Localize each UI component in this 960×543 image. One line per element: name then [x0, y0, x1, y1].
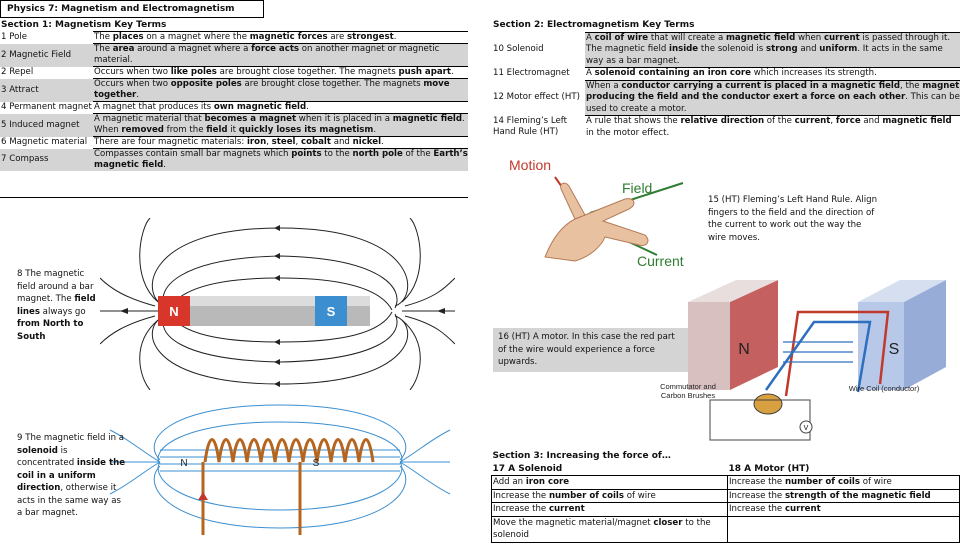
motor-caption: 16 (HT) A motor. In this case the red pa…	[493, 328, 688, 372]
section1-heading: Section 1: Magnetism Key Terms	[1, 20, 167, 30]
term-cell: 11 Electromagnet	[493, 68, 570, 78]
term-cell: 6 Magnetic material	[1, 137, 88, 147]
definition-cell: The area around a magnet where a force a…	[93, 43, 468, 67]
definition-cell: A magnetic material that becomes a magne…	[93, 113, 468, 137]
voltmeter-label: V	[804, 425, 809, 432]
definition-cell: When a conductor carrying a current is p…	[585, 79, 960, 116]
solenoid-method-cell: Increase the number of coils of wire	[491, 488, 728, 503]
motor-method-cell: Increase the number of coils of wire	[727, 475, 960, 490]
table-row: 14 Fleming’s Left Hand Rule (HT) A rule t…	[492, 115, 960, 139]
table-row: 10 Solenoid A coil of wire that will crea…	[492, 31, 960, 68]
solenoid-method-cell: Increase the current	[491, 502, 728, 517]
north-pole	[158, 296, 190, 326]
definition-cell: The places on a magnet where the magneti…	[93, 31, 468, 44]
definition-cell: A solenoid containing an iron core which…	[585, 67, 960, 80]
motor-method-cell: Increase the strength of the magnetic fi…	[727, 488, 960, 503]
table-row: 2 Repel Occurs when two like poles are br…	[0, 66, 468, 79]
term-cell: 14 Fleming’s Left Hand Rule (HT)	[493, 115, 568, 138]
term-cell: 5 Induced magnet	[0, 113, 93, 137]
solenoid-s-label: S	[313, 458, 320, 469]
term-cell: 12 Motor effect (HT)	[493, 92, 580, 102]
bar-n-label: N	[169, 304, 178, 319]
solenoid-n-label: N	[180, 458, 187, 469]
motor-method-cell: Increase the current	[727, 502, 960, 517]
definition-cell: There are four magnetic materials: iron,…	[93, 136, 468, 149]
term-cell: 4 Permanent magnet	[1, 102, 92, 112]
motion-label: Motion	[509, 157, 551, 173]
page-title: Physics 7: Magnetism and Electromagnetis…	[0, 0, 264, 18]
motor-diagram: V N S Commutator and Carbon Brushes Wire…	[660, 280, 946, 441]
bar-magnet-caption: 8 The magnetic field around a bar magnet…	[17, 269, 96, 342]
bar-magnet-field-diagram: N S	[100, 218, 455, 390]
definition-cell: Occurs when two like poles are brought c…	[93, 66, 468, 79]
section3-heading: Section 3: Increasing the force of…	[492, 451, 671, 461]
table-row: Move the magnetic material/magnet closer…	[491, 515, 960, 543]
section2-heading: Section 2: Electromagnetism Key Terms	[493, 20, 695, 30]
solenoid-column-header: 17 A Solenoid	[492, 463, 563, 474]
definition-cell: Compasses contain small bar magnets whic…	[93, 148, 468, 171]
definition-cell: A rule that shows the relative direction…	[585, 115, 960, 139]
solenoid-method-cell: Add an iron core	[491, 475, 728, 490]
field-label: Field	[622, 180, 652, 196]
electromagnetism-key-terms-table: Section 2: Electromagnetism Key Terms 10…	[492, 20, 960, 139]
solenoid-method-cell: Move the magnetic material/magnet closer…	[491, 515, 728, 543]
term-cell: 3 Attract	[0, 78, 93, 102]
motor-method-cell	[727, 515, 960, 543]
current-label: Current	[637, 253, 684, 269]
definition-cell: A coil of wire that will create a magnet…	[585, 31, 960, 68]
table-row: 1 Pole The places on a magnet where the m…	[0, 31, 468, 44]
wire-coil-label: Wire Coil (conductor)	[848, 384, 920, 393]
definition-cell: Occurs when two opposite poles are broug…	[93, 78, 468, 102]
definition-cell: A magnet that produces its own magnetic …	[93, 101, 468, 114]
increasing-force-table: Section 3: Increasing the force of… 17 A…	[491, 450, 960, 543]
term-cell: 2 Repel	[1, 67, 34, 77]
solenoid-field-diagram: N S	[109, 404, 451, 535]
solenoid-caption: 9 The magnetic field in a solenoid is co…	[17, 433, 126, 518]
motor-s-label: S	[889, 341, 900, 358]
term-cell: 10 Solenoid	[493, 44, 544, 54]
table-row: 6 Magnetic material There are four magnet…	[0, 136, 468, 149]
commutator-label: Commutator and Carbon Brushes	[660, 382, 716, 400]
motor-n-label: N	[738, 341, 750, 358]
south-pole	[315, 296, 347, 326]
term-cell: 1 Pole	[1, 32, 28, 42]
table-row: 12 Motor effect (HT) When a conductor car…	[492, 79, 960, 116]
fleming-left-hand-diagram: Motion Field Current	[509, 157, 684, 269]
table-bottom-rule	[0, 197, 468, 198]
term-cell: 7 Compass	[0, 148, 93, 171]
table-row: 11 Electromagnet A solenoid containing an…	[492, 67, 960, 80]
bar-s-label: S	[327, 304, 336, 319]
fleming-caption: 15 (HT) Fleming’s Left Hand Rule. Align …	[708, 195, 878, 243]
term-cell: 2 Magnetic Field	[0, 43, 93, 67]
motor-column-header: 18 A Motor (HT)	[728, 463, 810, 474]
